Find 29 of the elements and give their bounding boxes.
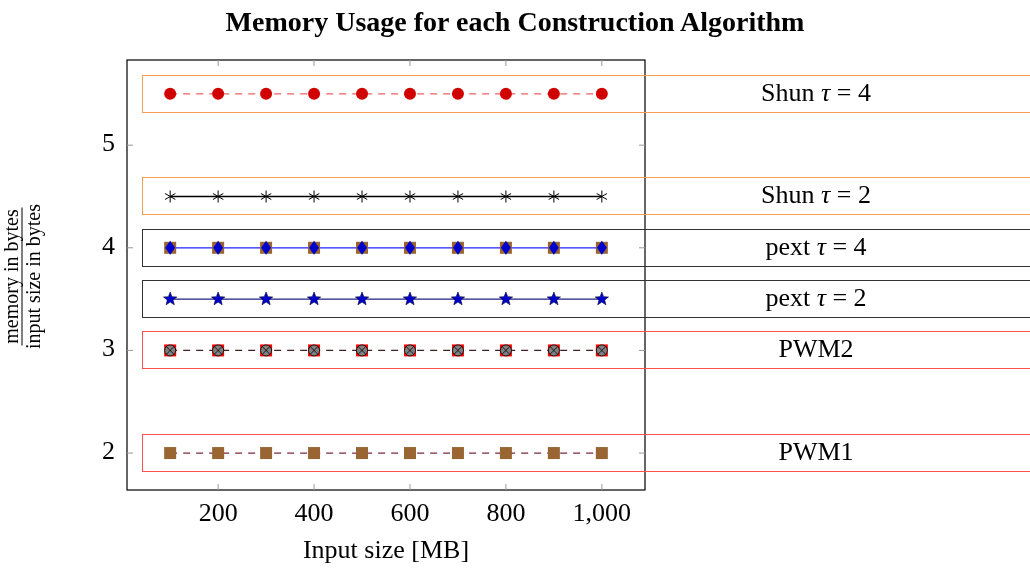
point: [164, 189, 176, 203]
tick-label: 400: [293, 498, 335, 528]
tick-label: 5: [101, 128, 115, 159]
tick-label: 800: [485, 498, 527, 528]
axis-title: Input size [MB]: [301, 535, 471, 565]
point: [404, 189, 416, 203]
tick-label: 600: [389, 498, 431, 528]
point: [260, 189, 272, 203]
point: [500, 189, 512, 203]
point: [356, 189, 368, 203]
point: [452, 189, 464, 203]
series-label: pext τ = 2: [142, 280, 1030, 319]
tick-label: 4: [101, 230, 115, 261]
series-label: PWM2: [142, 331, 1030, 370]
series-label: Shun τ = 2: [142, 177, 1030, 216]
tick-label: 200: [197, 498, 239, 528]
series-label: Shun τ = 4: [142, 74, 1030, 113]
series-label: PWM1: [142, 434, 1030, 473]
point: [596, 189, 608, 203]
series-label: pext τ = 4: [142, 228, 1030, 267]
tick-label: 3: [101, 333, 115, 364]
axis-title: memory in bytes: [0, 207, 23, 346]
axis-title: input size in bytes: [22, 204, 44, 349]
point: [308, 189, 320, 203]
point: [548, 189, 560, 203]
tick-label: 1,000: [571, 498, 633, 528]
tick-label: 2: [101, 436, 115, 467]
chart-title: Memory Usage for each Construction Algorithm: [224, 6, 806, 38]
point: [212, 189, 224, 203]
